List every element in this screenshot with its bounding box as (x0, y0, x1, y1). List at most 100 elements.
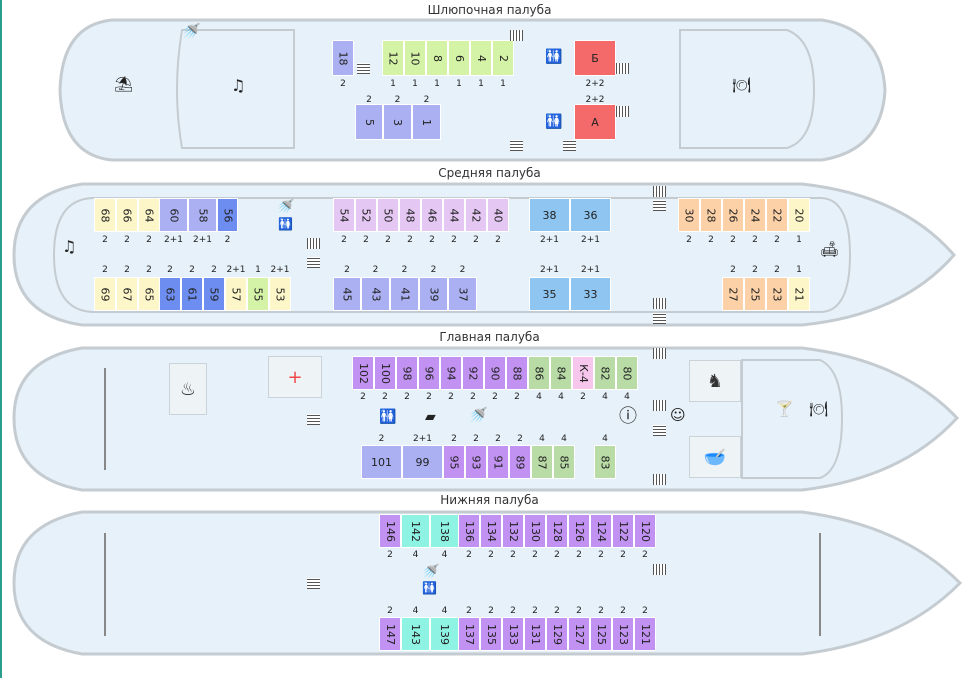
cabin-96[interactable]: 96 (418, 356, 440, 390)
cabin-5[interactable]: 5 (355, 104, 383, 140)
cabin-30[interactable]: 30 (678, 198, 700, 232)
cabin-123[interactable]: 123 (612, 617, 634, 651)
cabin-82[interactable]: 82 (594, 356, 616, 390)
cabin-67[interactable]: 67 (116, 277, 138, 311)
cabin-50[interactable]: 50 (377, 198, 399, 232)
cabin-23[interactable]: 23 (766, 277, 788, 311)
cabin-61[interactable]: 61 (181, 277, 203, 311)
cabin-85[interactable]: 85 (553, 445, 575, 479)
cabin-1[interactable]: 1 (412, 104, 441, 140)
cabin-8[interactable]: 8 (426, 40, 448, 76)
cabin-66[interactable]: 66 (116, 198, 138, 232)
cabin-93[interactable]: 93 (465, 445, 487, 479)
cabin-64[interactable]: 64 (138, 198, 160, 232)
cabin-131[interactable]: 131 (524, 617, 546, 651)
cabin-124[interactable]: 124 (590, 514, 612, 548)
cabin-129[interactable]: 129 (546, 617, 568, 651)
cabin-137[interactable]: 137 (458, 617, 480, 651)
cabin-100[interactable]: 100 (374, 356, 396, 390)
cabin-6[interactable]: 6 (448, 40, 470, 76)
cabin-126[interactable]: 126 (568, 514, 590, 548)
cabin-54[interactable]: 54 (333, 198, 355, 232)
cabin-92[interactable]: 92 (462, 356, 484, 390)
cabin-125[interactable]: 125 (590, 617, 612, 651)
cabin-84[interactable]: 84 (550, 356, 572, 390)
cabin-44[interactable]: 44 (443, 198, 465, 232)
cabin-33[interactable]: 33 (570, 277, 611, 311)
cabin-39[interactable]: 39 (419, 277, 448, 311)
cabin-139[interactable]: 139 (430, 617, 459, 651)
cabin-83[interactable]: 83 (594, 445, 616, 479)
cabin-136[interactable]: 136 (458, 514, 480, 548)
cabin-120[interactable]: 120 (634, 514, 656, 548)
cabin-127[interactable]: 127 (568, 617, 590, 651)
cabin-3[interactable]: 3 (383, 104, 412, 140)
cabin-40[interactable]: 40 (487, 198, 509, 232)
cabin-Б[interactable]: Б (574, 40, 616, 76)
cabin-37[interactable]: 37 (448, 277, 477, 311)
cabin-35[interactable]: 35 (529, 277, 570, 311)
cabin-21[interactable]: 21 (788, 277, 810, 311)
cabin-88[interactable]: 88 (506, 356, 528, 390)
cabin-4[interactable]: 4 (470, 40, 492, 76)
cabin-102[interactable]: 102 (352, 356, 374, 390)
cabin-65[interactable]: 65 (138, 277, 160, 311)
cabin-58[interactable]: 58 (188, 198, 217, 232)
cabin-63[interactable]: 63 (159, 277, 181, 311)
cabin-98[interactable]: 98 (396, 356, 418, 390)
cabin-18[interactable]: 18 (332, 40, 354, 76)
cabin-138[interactable]: 138 (430, 514, 459, 548)
cabin-132[interactable]: 132 (502, 514, 524, 548)
cabin-12[interactable]: 12 (382, 40, 404, 76)
cabin-69[interactable]: 69 (94, 277, 116, 311)
cabin-91[interactable]: 91 (487, 445, 509, 479)
cabin-К-4[interactable]: К-4 (572, 356, 594, 390)
cabin-25[interactable]: 25 (744, 277, 766, 311)
cabin-А[interactable]: А (574, 104, 616, 140)
cabin-90[interactable]: 90 (484, 356, 506, 390)
cabin-60[interactable]: 60 (159, 198, 188, 232)
cabin-56[interactable]: 56 (217, 198, 238, 232)
cabin-46[interactable]: 46 (421, 198, 443, 232)
cabin-55[interactable]: 55 (247, 277, 269, 311)
cabin-146[interactable]: 146 (379, 514, 401, 548)
cabin-2[interactable]: 2 (492, 40, 514, 76)
cabin-48[interactable]: 48 (399, 198, 421, 232)
cabin-38[interactable]: 38 (529, 198, 570, 232)
cabin-42[interactable]: 42 (465, 198, 487, 232)
cabin-135[interactable]: 135 (480, 617, 502, 651)
cabin-134[interactable]: 134 (480, 514, 502, 548)
cabin-99[interactable]: 99 (402, 445, 443, 479)
cabin-95[interactable]: 95 (443, 445, 465, 479)
cabin-27[interactable]: 27 (722, 277, 744, 311)
cabin-122[interactable]: 122 (612, 514, 634, 548)
cabin-87[interactable]: 87 (531, 445, 553, 479)
cabin-26[interactable]: 26 (722, 198, 744, 232)
cabin-43[interactable]: 43 (361, 277, 390, 311)
cabin-142[interactable]: 142 (401, 514, 430, 548)
cabin-86[interactable]: 86 (528, 356, 550, 390)
cabin-24[interactable]: 24 (744, 198, 766, 232)
cabin-89[interactable]: 89 (509, 445, 531, 479)
cabin-10[interactable]: 10 (404, 40, 426, 76)
cabin-57[interactable]: 57 (225, 277, 247, 311)
cabin-36[interactable]: 36 (570, 198, 611, 232)
cabin-80[interactable]: 80 (616, 356, 638, 390)
cabin-45[interactable]: 45 (333, 277, 361, 311)
cabin-53[interactable]: 53 (269, 277, 291, 311)
cabin-41[interactable]: 41 (390, 277, 419, 311)
cabin-22[interactable]: 22 (766, 198, 788, 232)
cabin-28[interactable]: 28 (700, 198, 722, 232)
cabin-59[interactable]: 59 (203, 277, 225, 311)
cabin-94[interactable]: 94 (440, 356, 462, 390)
cabin-130[interactable]: 130 (524, 514, 546, 548)
cabin-143[interactable]: 143 (401, 617, 430, 651)
cabin-147[interactable]: 147 (379, 617, 401, 651)
cabin-121[interactable]: 121 (634, 617, 656, 651)
cabin-68[interactable]: 68 (94, 198, 116, 232)
cabin-128[interactable]: 128 (546, 514, 568, 548)
cabin-52[interactable]: 52 (355, 198, 377, 232)
cabin-20[interactable]: 20 (788, 198, 810, 232)
cabin-101[interactable]: 101 (361, 445, 402, 479)
cabin-133[interactable]: 133 (502, 617, 524, 651)
